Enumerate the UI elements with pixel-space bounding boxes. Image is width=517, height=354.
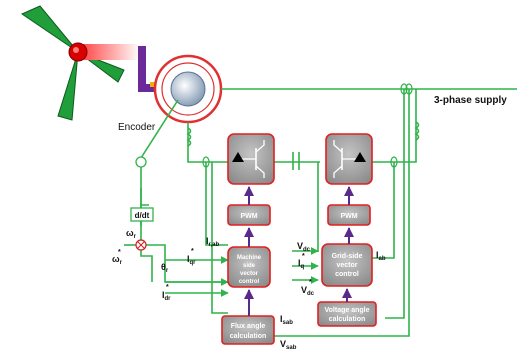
flux-line-1: Flux angle: [231, 323, 266, 330]
svg-text:Vdc: Vdc: [301, 285, 315, 297]
isab-sub: sab: [283, 320, 294, 326]
theta-r-sub: r: [166, 268, 169, 274]
machine-line-3: vector: [240, 271, 259, 277]
svg-text:Idr: Idr: [162, 290, 171, 302]
omega-ref-symbol: ω: [112, 254, 120, 264]
signal-arrows: [244, 186, 354, 316]
iqr-sub: qr: [190, 260, 197, 266]
iq-ref-label: Iq *: [298, 253, 305, 270]
flux-line-2: calculation: [230, 333, 267, 340]
encoder-label: Encoder: [118, 122, 156, 133]
omega-ref-sub: r: [120, 260, 123, 266]
svg-text:Ir,ab: Ir,ab: [206, 236, 220, 248]
theta-r-label: θr: [161, 262, 169, 274]
vsab-symbol: V: [280, 339, 286, 349]
iab-symbol: I: [376, 250, 379, 260]
irab-label: Ir,ab: [206, 236, 220, 248]
voltage-line-1: Voltage angle: [325, 307, 370, 314]
svg-text:Iq: Iq: [298, 258, 305, 270]
iq-sub: q: [301, 264, 305, 270]
voltage-line-2: calculation: [329, 316, 366, 323]
vsab-label: Vsab: [280, 339, 297, 351]
theta-r-symbol: θ: [161, 262, 166, 272]
pwm-left-label: PWM: [240, 213, 257, 220]
wind-turbine: [20, 5, 178, 121]
vdc-ref-sup: *: [309, 279, 312, 286]
svg-text:θr: θr: [161, 262, 169, 274]
vdc-label: Vdc: [297, 241, 311, 253]
irab-sub: r,ab: [209, 242, 220, 248]
derivative-block: d/dt: [130, 207, 154, 222]
grid-line-2: vector: [336, 262, 357, 269]
vdc-ref-symbol: V: [301, 285, 307, 295]
machine-line-2: side: [243, 263, 256, 269]
grid-side-converter: [325, 133, 373, 185]
voltage-angle-calculation-block: Voltage angle calculation: [317, 301, 377, 327]
pwm-block-right: PWM: [327, 204, 371, 226]
svg-text:Iqr: Iqr: [187, 254, 196, 266]
svg-text:ωr: ωr: [126, 228, 137, 240]
vdc-ref-sub: dc: [307, 291, 315, 297]
vsab-sub: sab: [286, 345, 297, 351]
irab-symbol: I: [206, 236, 209, 246]
iab-sub: ab: [379, 256, 386, 262]
vdc-ref-label: Vdc *: [301, 279, 315, 297]
omega-r-symbol: ω: [126, 228, 134, 238]
iab-label: Iab: [376, 250, 386, 262]
coupler: [138, 46, 146, 86]
pwm-block-left: PWM: [227, 204, 271, 226]
iqr-ref-label: Iqr *: [187, 248, 196, 266]
grid-line-1: Grid-side: [332, 253, 363, 260]
iq-symbol: I: [298, 258, 301, 268]
turbine-blade-upper: [20, 5, 79, 53]
grid-line-3: control: [335, 271, 359, 278]
isab-label: Isab: [280, 314, 293, 326]
summing-junction: [135, 239, 147, 251]
ddt-label: d/dt: [135, 211, 150, 220]
vdc-symbol: V: [297, 241, 303, 251]
flux-angle-calculation-block: Flux angle calculation: [221, 315, 275, 345]
svg-text:Vdc: Vdc: [297, 241, 311, 253]
isab-symbol: I: [280, 314, 283, 324]
omega-r-sub: r: [134, 234, 137, 240]
omega-ref-sup: *: [118, 249, 121, 256]
machine-side-vector-control-block: Machine side vector control: [227, 246, 271, 288]
vdc-sub: dc: [303, 247, 311, 253]
grid-side-vector-control-block: Grid-side vector control: [321, 243, 373, 287]
encoder-node: [135, 156, 147, 168]
machine-line-4: control: [239, 279, 260, 285]
power-wiring: [124, 88, 517, 337]
idr-sub: dr: [165, 296, 172, 302]
iqr-symbol: I: [187, 254, 190, 264]
generator: [153, 54, 223, 124]
idr-symbol: I: [162, 290, 165, 300]
pwm-right-label: PWM: [340, 213, 357, 220]
machine-line-1: Machine: [237, 255, 262, 261]
turbine-shaft: [80, 44, 140, 60]
idr-sup: *: [166, 284, 169, 291]
supply-label: 3-phase supply: [434, 95, 507, 106]
svg-text:Iab: Iab: [376, 250, 386, 262]
omega-ref-label: ωr *: [112, 249, 123, 266]
idr-ref-label: Idr *: [162, 284, 171, 302]
current-sensors: [202, 83, 413, 168]
svg-text:Vsab: Vsab: [280, 339, 297, 351]
machine-side-converter: [227, 133, 275, 185]
svg-text:ωr: ωr: [112, 254, 123, 266]
turbine-blade-lower: [57, 51, 79, 121]
iqr-sup: *: [191, 248, 194, 255]
omega-r-label: ωr: [126, 228, 137, 240]
iq-sup: *: [302, 253, 305, 260]
svg-text:Isab: Isab: [280, 314, 293, 326]
